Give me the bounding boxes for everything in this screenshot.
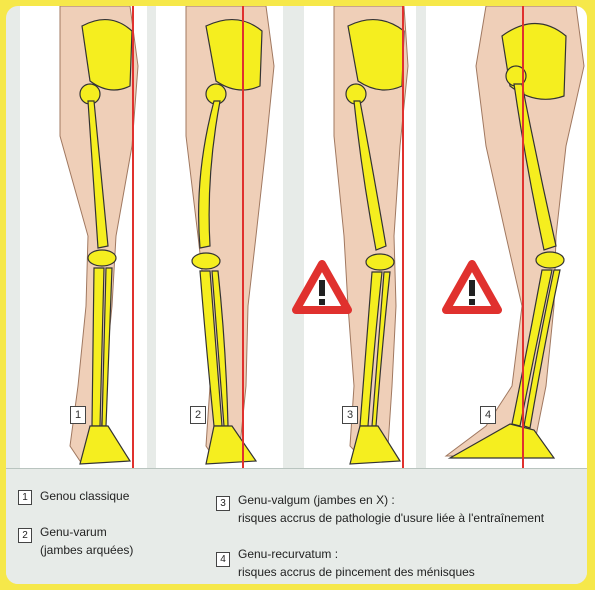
figure-label-2: 2: [190, 406, 206, 424]
diagram-frame: 1 2 3: [6, 6, 587, 584]
leg-illustration-4: [426, 6, 587, 468]
caption-number-4: 4: [216, 552, 230, 567]
leg-panel-1: 1: [20, 6, 147, 468]
caption-number-2: 2: [18, 528, 32, 543]
leg-panel-3: 3: [304, 6, 416, 468]
leg-illustration-3: [304, 6, 416, 468]
leg-illustration-1: [20, 6, 147, 468]
leg-illustration-2: [156, 6, 283, 468]
caption-4-line-1: Genu-recurvatum :: [238, 546, 338, 562]
leg-panel-2: 2: [156, 6, 283, 468]
caption-number-1: 1: [18, 490, 32, 505]
leg-panel-4: 4: [426, 6, 587, 468]
plumb-line-2: [242, 6, 244, 468]
plumb-line-3: [402, 6, 404, 468]
caption-1-line-1: Genou classique: [40, 488, 129, 504]
figure-label-4: 4: [480, 406, 496, 424]
caption-4-line-2: risques accrus de pincement des ménisque…: [238, 564, 475, 580]
plumb-line-1: [132, 6, 134, 468]
warning-triangle-icon: [292, 260, 352, 314]
caption-3-line-2: risques accrus de pathologie d'usure lié…: [238, 510, 544, 526]
caption-2-line-2: (jambes arquées): [40, 542, 133, 558]
caption-number-3: 3: [216, 496, 230, 511]
plumb-line-4: [522, 6, 524, 468]
warning-triangle-icon: [442, 260, 502, 314]
caption-2-line-1: Genu-varum: [40, 524, 107, 540]
caption-3-line-1: Genu-valgum (jambes en X) :: [238, 492, 395, 508]
figure-label-1: 1: [70, 406, 86, 424]
caption-divider: [6, 468, 587, 469]
figure-label-3: 3: [342, 406, 358, 424]
